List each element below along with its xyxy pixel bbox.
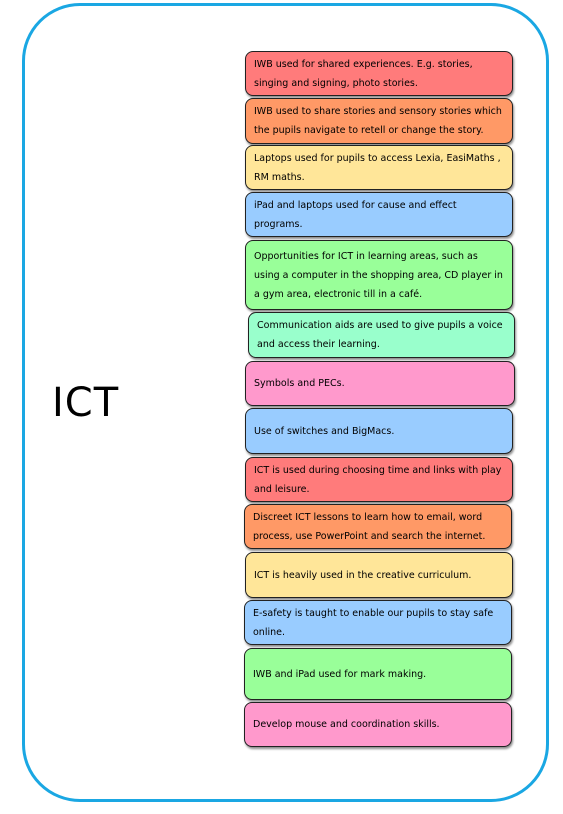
ict-item-symbols-pecs: Symbols and PECs. <box>245 361 515 406</box>
page-title: ICT <box>52 380 120 426</box>
item-text: Communication aids are used to give pupi… <box>257 320 503 350</box>
ict-item-shared-experiences: IWB used for shared experiences. E.g. st… <box>245 51 513 96</box>
item-text: Laptops used for pupils to access Lexia,… <box>254 152 501 183</box>
ict-item-switches-bigmacs: Use of switches and BigMacs. <box>245 408 513 454</box>
ict-item-mark-making: IWB and iPad used for mark making. <box>244 648 512 700</box>
ict-item-discreet-lessons: Discreet ICT lessons to learn how to ema… <box>244 504 512 549</box>
item-text: IWB and iPad used for mark making. <box>253 668 427 680</box>
item-text: iPad and laptops used for cause and effe… <box>254 199 457 230</box>
ict-item-sensory-stories: IWB used to share stories and sensory st… <box>245 98 513 144</box>
item-text: E-safety is taught to enable our pupils … <box>253 607 494 638</box>
ict-item-choosing-time: ICT is used during choosing time and lin… <box>245 457 513 502</box>
item-text: Develop mouse and coordination skills. <box>253 719 440 730</box>
item-text: Symbols and PECs. <box>254 378 345 389</box>
ict-item-learning-areas: Opportunities for ICT in learning areas,… <box>245 240 513 310</box>
item-text: Use of switches and BigMacs. <box>254 425 395 437</box>
ict-item-cause-effect: iPad and laptops used for cause and effe… <box>245 192 513 237</box>
ict-item-mouse-skills: Develop mouse and coordination skills. <box>244 702 512 747</box>
ict-item-creative-curriculum: ICT is heavily used in the creative curr… <box>245 552 513 598</box>
item-text: Opportunities for ICT in learning areas,… <box>254 250 503 300</box>
ict-item-communication-aids: Communication aids are used to give pupi… <box>248 312 515 358</box>
ict-item-laptops: Laptops used for pupils to access Lexia,… <box>245 145 513 190</box>
item-text: IWB used for shared experiences. E.g. st… <box>254 58 473 89</box>
item-text: ICT is used during choosing time and lin… <box>254 464 502 495</box>
item-text: ICT is heavily used in the creative curr… <box>254 569 472 581</box>
ict-item-e-safety: E-safety is taught to enable our pupils … <box>244 600 512 645</box>
outer-frame <box>22 3 549 802</box>
item-text: Discreet ICT lessons to learn how to ema… <box>253 511 486 542</box>
item-text: IWB used to share stories and sensory st… <box>254 106 502 136</box>
